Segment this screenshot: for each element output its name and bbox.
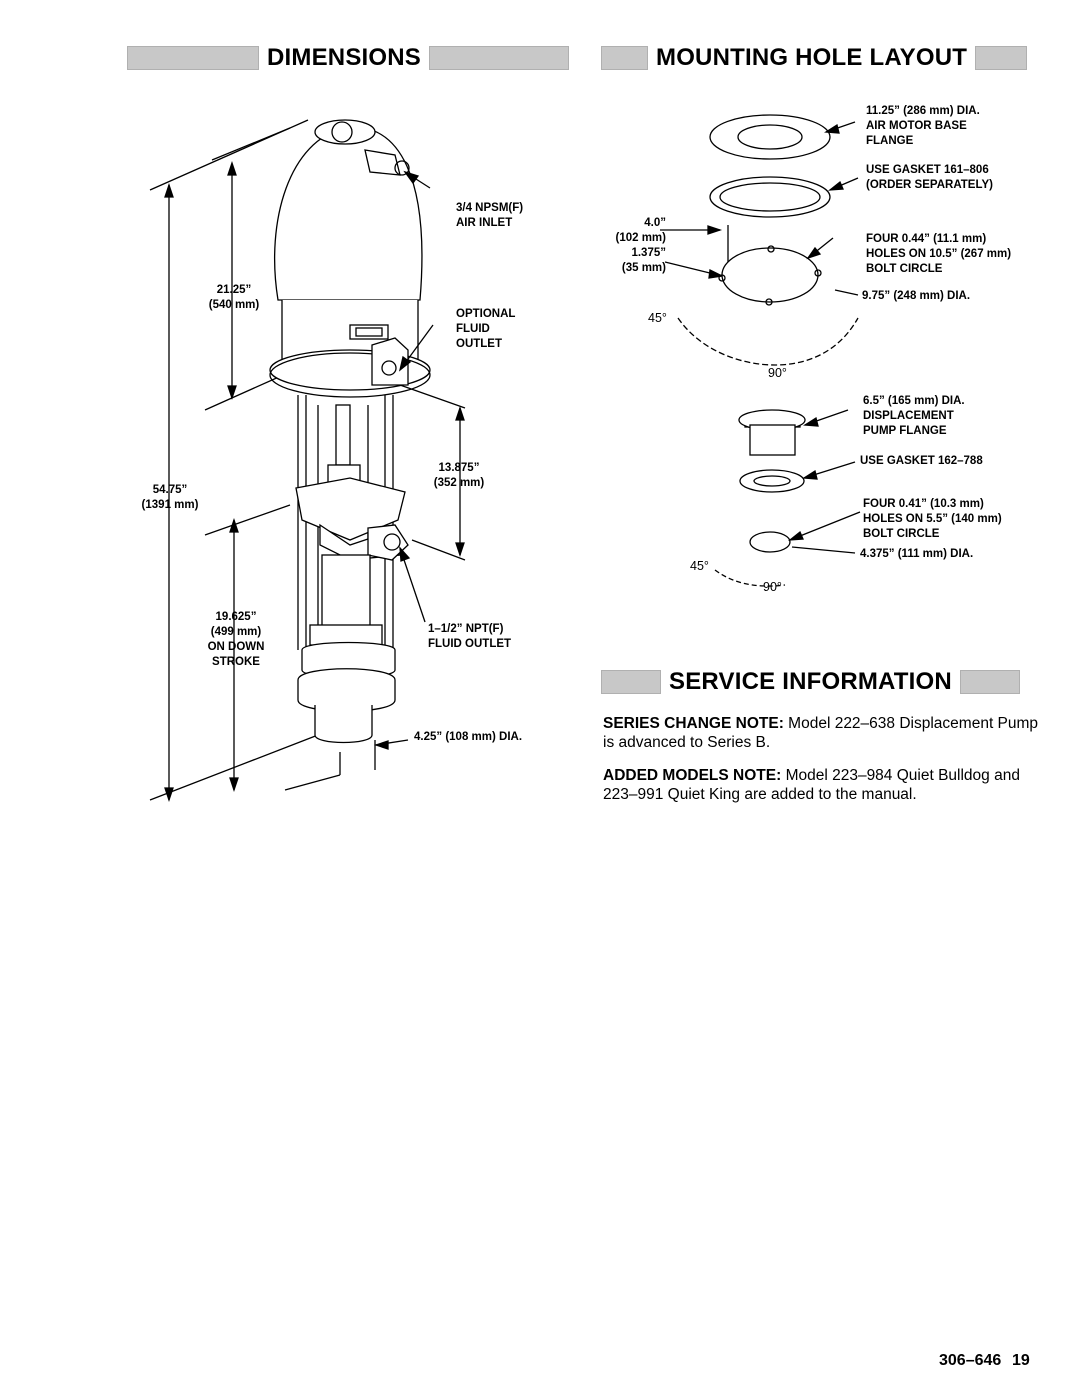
pump-flange-text-1: DISPLACEMENT [863, 410, 954, 422]
dimensions-header: DIMENSIONS [127, 44, 570, 72]
added-models-note: ADDED MODELS NOTE: Model 223–984 Quiet B… [603, 766, 1043, 804]
optional-outlet-line-2: FLUID [456, 323, 490, 335]
header-bar-right [959, 670, 1020, 694]
motor-height-label: 21.25” (540 mm) [198, 283, 270, 313]
motor-flange-dia: 11.25” (286 mm) DIA. [866, 105, 980, 117]
pump-flange-label: 6.5” (165 mm) DIA. DISPLACEMENT PUMP FLA… [863, 394, 965, 439]
holes-2-line-2: HOLES ON 5.5” (140 mm) [863, 513, 1002, 525]
dimensions-title: DIMENSIONS [267, 44, 422, 71]
models-note-text: Model 223–984 Quiet Bulldog and 223–991 … [603, 767, 1020, 803]
gasket-1-note: (ORDER SEPARATELY) [866, 179, 993, 191]
gasket-1-label: USE GASKET 161–806 (ORDER SEPARATELY) [866, 163, 993, 193]
doc-number: 306–646 [939, 1352, 1002, 1369]
motor-height-mm: (540 mm) [208, 299, 260, 311]
overall-height-mm: (1391 mm) [141, 499, 199, 511]
gasket-2-label: USE GASKET 162–788 [860, 455, 983, 467]
motor-flange-text-1: AIR MOTOR BASE [866, 120, 967, 132]
motor-flange-label: 11.25” (286 mm) DIA. AIR MOTOR BASE FLAN… [866, 104, 980, 149]
down-stroke-label: 19.625” (499 mm) ON DOWN STROKE [196, 610, 276, 670]
overall-height-label: 54.75” (1391 mm) [130, 483, 210, 513]
optional-outlet-line-3: OUTLET [456, 338, 502, 350]
circle-dia-1-label: 9.75” (248 mm) DIA. [862, 290, 971, 302]
offset-2-mm: (35 mm) [621, 262, 666, 274]
models-note-label: ADDED MODELS NOTE: [603, 767, 782, 784]
holes-2-line-3: BOLT CIRCLE [863, 528, 940, 540]
pump-flange-text-2: PUMP FLANGE [863, 425, 947, 437]
service-header: SERVICE INFORMATION [601, 668, 1020, 696]
pump-flange-dia: 6.5” (165 mm) DIA. [863, 395, 965, 407]
angle-90-label-2: 90° [763, 580, 782, 594]
offset-1-mm: (102 mm) [615, 232, 667, 244]
circle-dia-2-label: 4.375” (111 mm) DIA. [860, 548, 974, 560]
air-inlet-label: 3/4 NPSM(F) AIR INLET [456, 201, 523, 231]
header-bar-left [601, 670, 661, 694]
series-note-text: Model 222–638 Displacement Pump is advan… [603, 715, 1039, 751]
middle-height-in: 13.875” [438, 462, 480, 474]
optional-outlet-line-1: OPTIONAL [456, 308, 516, 320]
holes-1-label: FOUR 0.44” (11.1 mm) HOLES ON 10.5” (267… [866, 232, 1011, 277]
pump-dia-label: 4.25” (108 mm) DIA. [414, 731, 523, 743]
fluid-outlet-size: 1–1/2” NPT(F) [428, 623, 504, 635]
down-stroke-mm: (499 mm) [210, 626, 262, 638]
header-bar-left [127, 46, 259, 70]
middle-height-mm: (352 mm) [433, 477, 485, 489]
offset-label: 4.0” (102 mm) 1.375” (35 mm) [594, 216, 667, 276]
header-bar-left [601, 46, 648, 70]
offset-2-in: 1.375” [631, 247, 666, 259]
mounting-title: MOUNTING HOLE LAYOUT [656, 44, 968, 71]
motor-flange-text-2: FLANGE [866, 135, 914, 147]
angle-45-label: 45° [648, 311, 667, 325]
motor-height-in: 21.25” [216, 284, 252, 296]
air-inlet-text: AIR INLET [456, 217, 513, 229]
angle-90-label: 90° [768, 366, 787, 380]
optional-outlet-label: OPTIONAL FLUID OUTLET [456, 307, 515, 352]
holes-2-label: FOUR 0.41” (10.3 mm) HOLES ON 5.5” (140 … [863, 497, 1002, 542]
series-note-label: SERIES CHANGE NOTE: [603, 715, 784, 732]
page-number: 19 [1012, 1352, 1030, 1369]
series-change-note: SERIES CHANGE NOTE: Model 222–638 Displa… [603, 714, 1043, 752]
fluid-outlet-text: FLUID OUTLET [428, 638, 512, 650]
fluid-outlet-label: 1–1/2” NPT(F) FLUID OUTLET [428, 622, 511, 652]
down-stroke-text-1: ON DOWN [207, 641, 265, 653]
holes-1-line-1: FOUR 0.44” (11.1 mm) [866, 233, 987, 245]
down-stroke-in: 19.625” [215, 611, 257, 623]
header-bar-right [975, 46, 1028, 70]
holes-2-line-1: FOUR 0.41” (10.3 mm) [863, 498, 984, 510]
overall-height-in: 54.75” [152, 484, 188, 496]
holes-1-line-2: HOLES ON 10.5” (267 mm) [866, 248, 1012, 260]
holes-1-line-3: BOLT CIRCLE [866, 263, 943, 275]
down-stroke-text-2: STROKE [212, 656, 260, 668]
gasket-1-number: USE GASKET 161–806 [866, 164, 989, 176]
middle-height-label: 13.875” (352 mm) [423, 461, 495, 491]
air-inlet-size: 3/4 NPSM(F) [456, 202, 524, 214]
offset-1-in: 4.0” [644, 217, 666, 229]
header-bar-right [429, 46, 570, 70]
mounting-header: MOUNTING HOLE LAYOUT [601, 44, 1028, 72]
angle-45-label-2: 45° [690, 559, 709, 573]
service-title: SERVICE INFORMATION [669, 668, 952, 695]
